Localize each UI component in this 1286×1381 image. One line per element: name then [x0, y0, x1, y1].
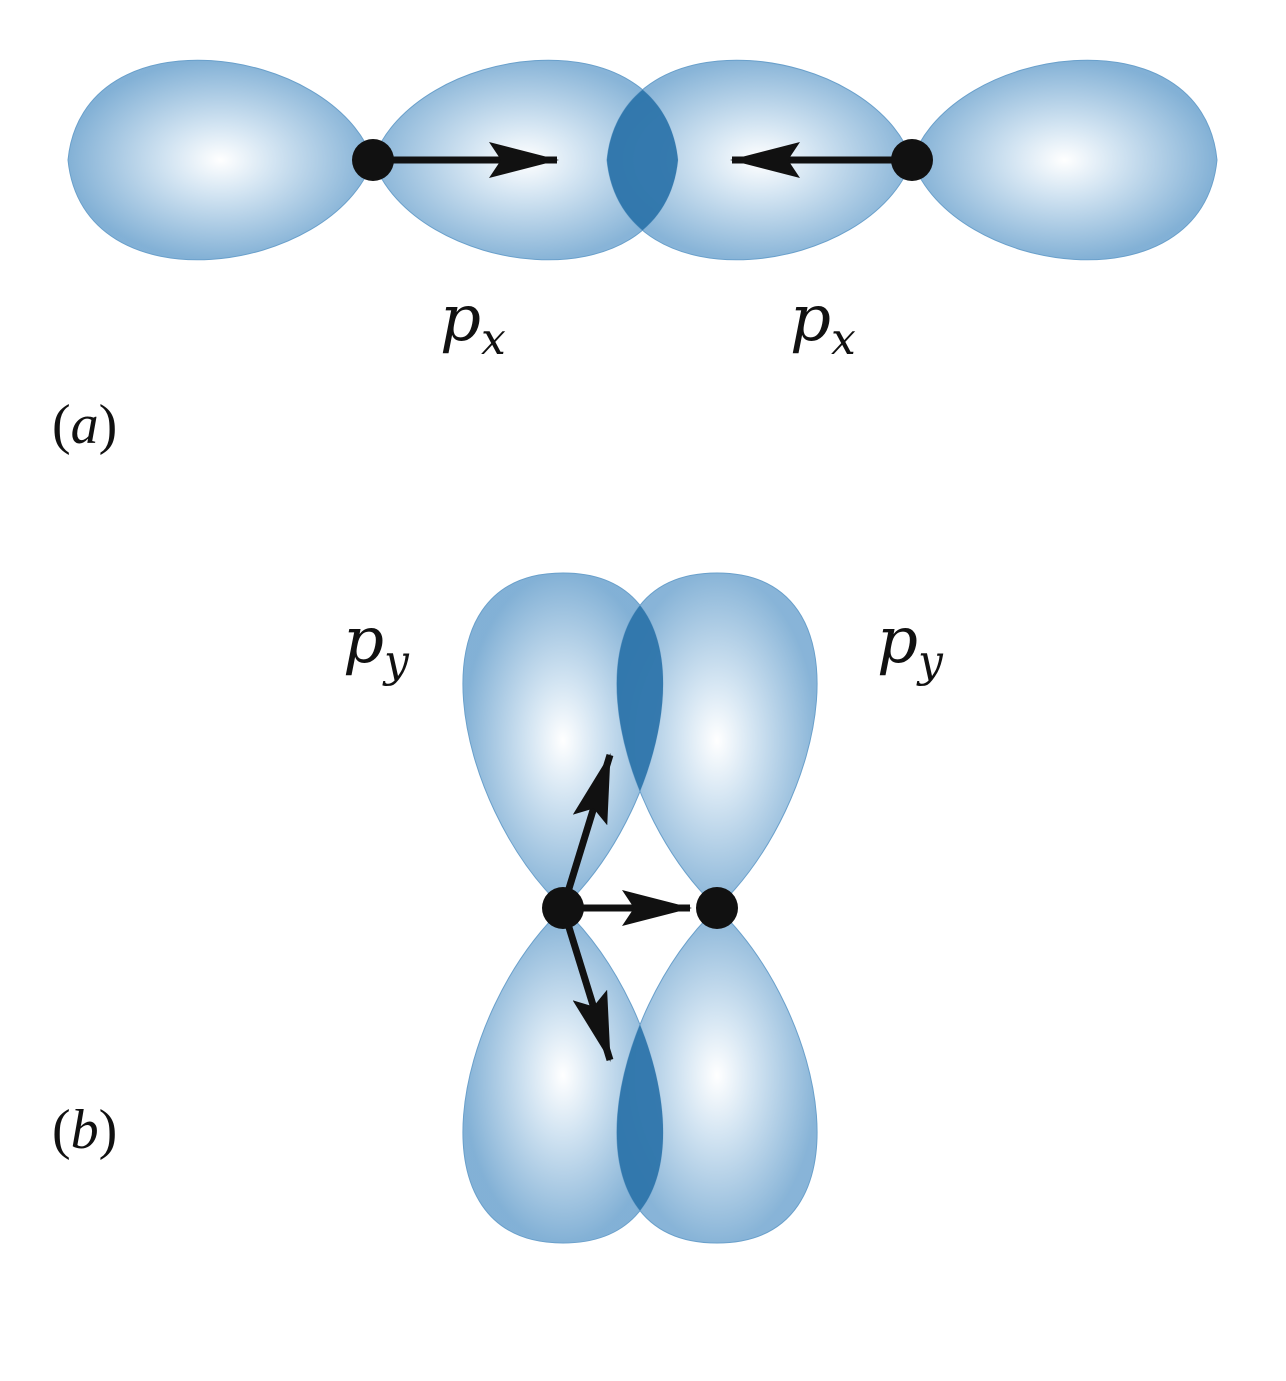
panel-a: px px (a) — [52, 59, 1218, 456]
nucleus-a-right — [891, 139, 933, 181]
nucleus-b-right — [696, 887, 738, 929]
px-label-right: px — [790, 282, 856, 365]
px-label-left: px — [440, 282, 506, 365]
nucleus-b-left — [542, 887, 584, 929]
nucleus-a-left — [352, 139, 394, 181]
py-label-left: py — [343, 604, 410, 687]
px-lobe-left-outer — [67, 59, 374, 261]
panel-b: py py (b) — [52, 572, 944, 1244]
py-arrow-down — [559, 906, 614, 1062]
panel-b-label: (b) — [52, 1099, 117, 1161]
py-arrow-up — [559, 753, 614, 910]
panel-a-label: (a) — [52, 394, 117, 456]
px-lobe-right-outer — [911, 59, 1218, 261]
py-label-right: py — [877, 604, 944, 687]
